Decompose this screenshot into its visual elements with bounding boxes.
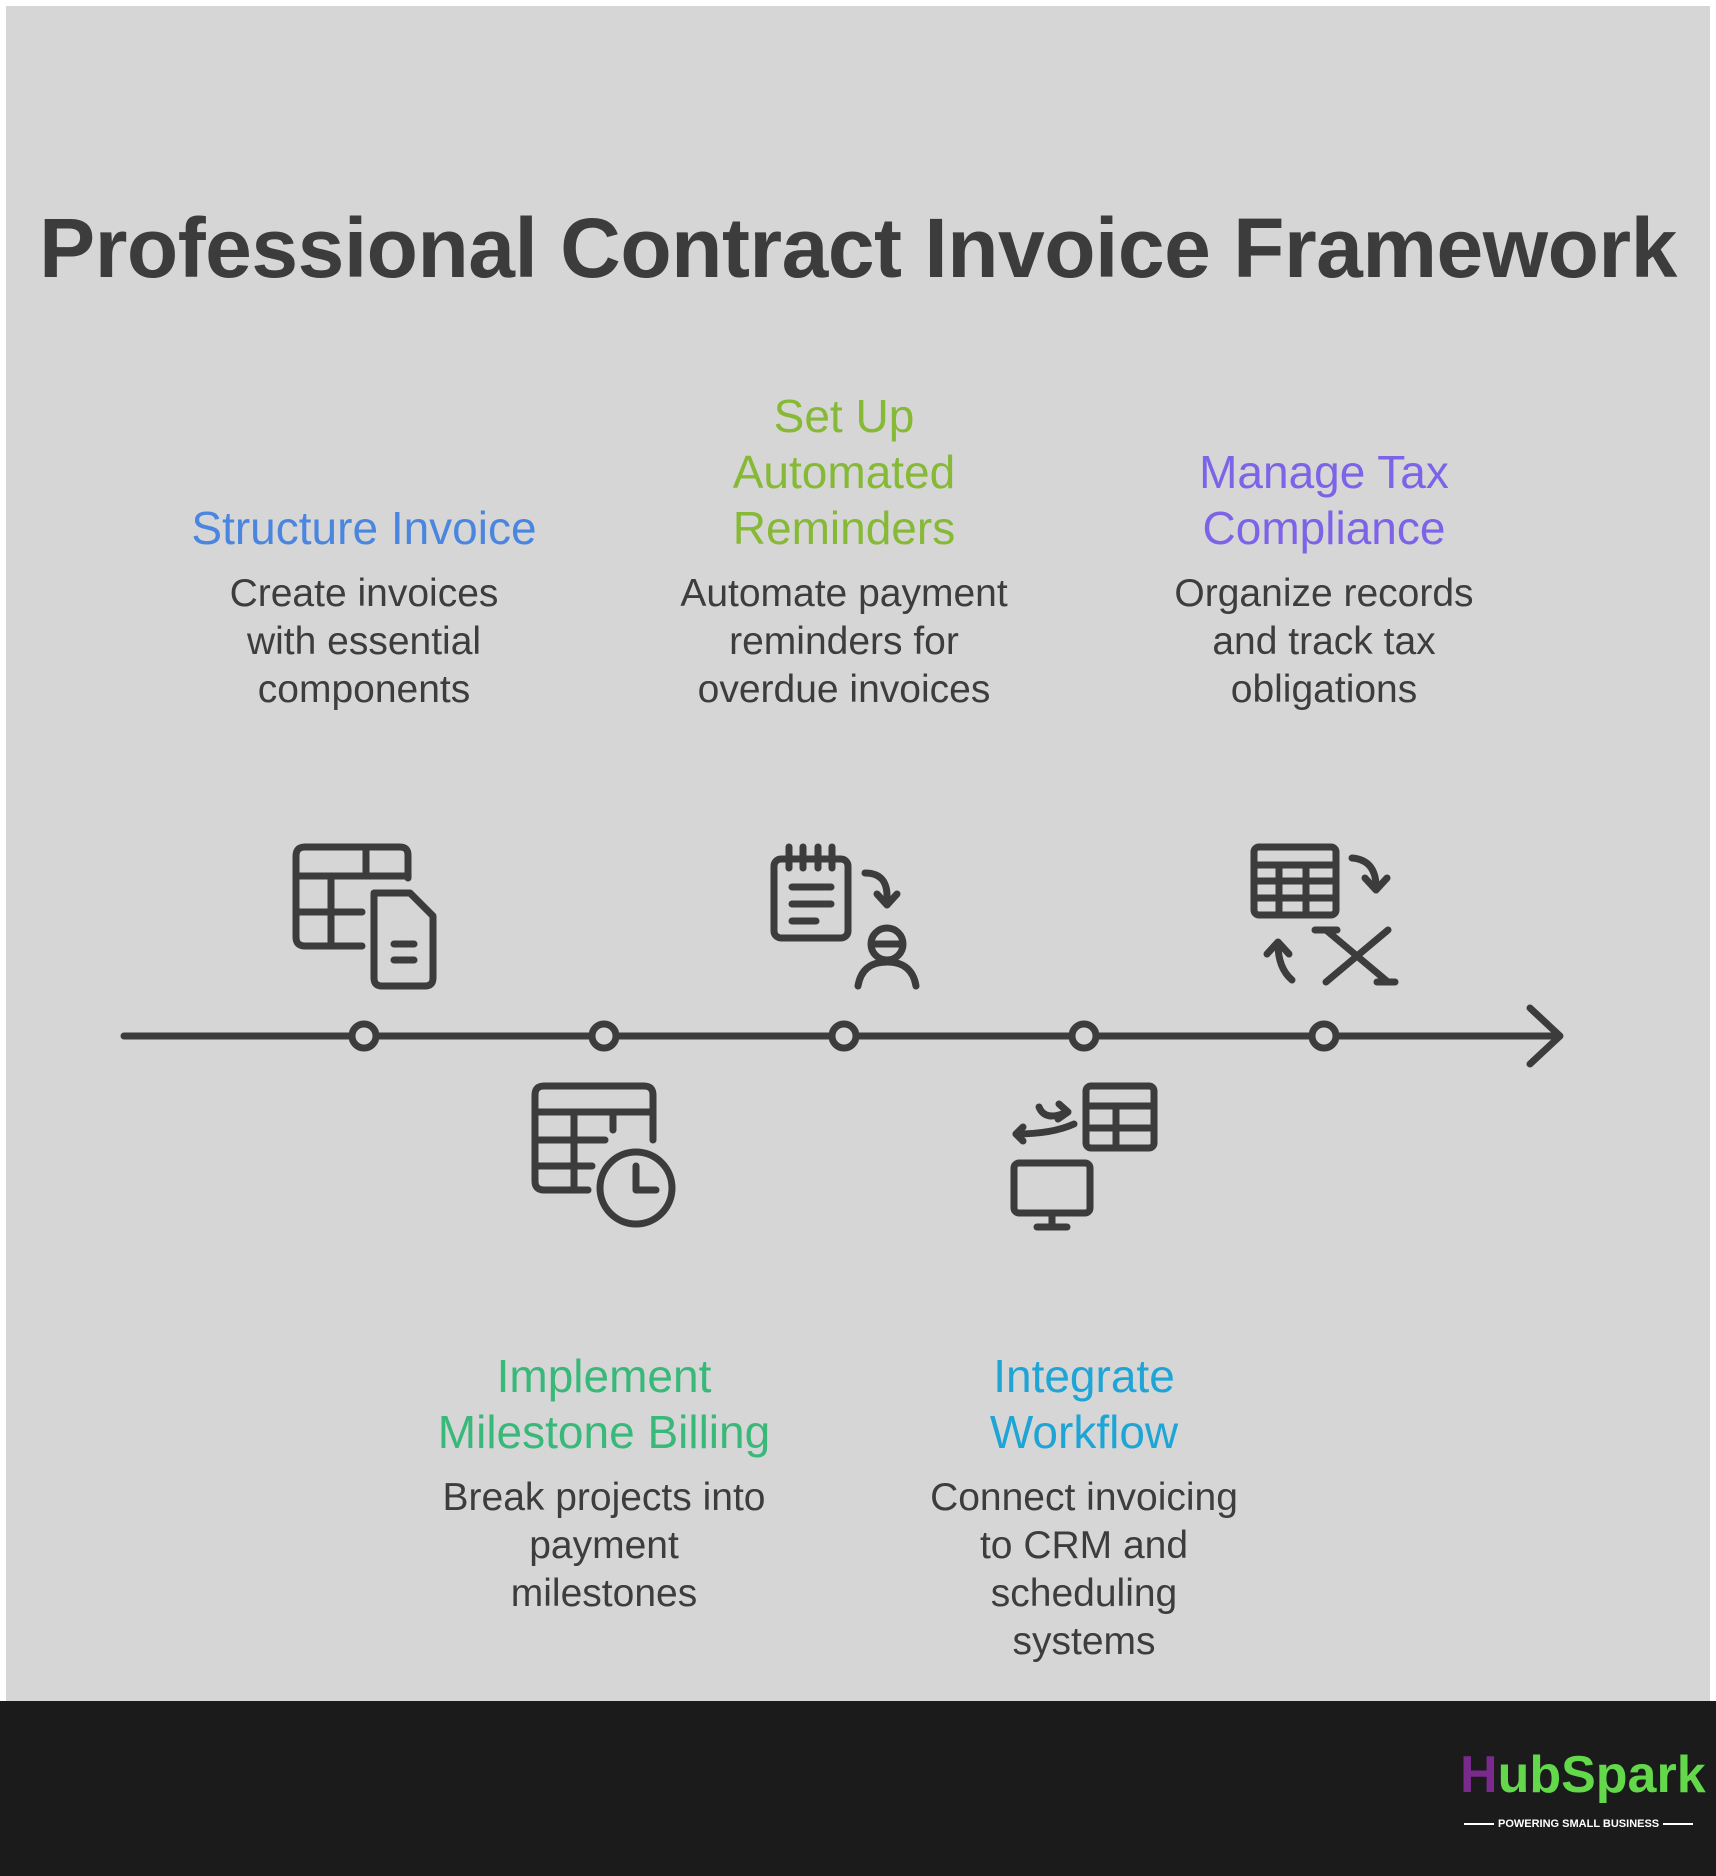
table-clock-icon: [531, 1082, 676, 1228]
footer-bar: [0, 1701, 1716, 1876]
logo-text: ubSpark: [1497, 1746, 1706, 1804]
hubspark-logo: HubSpark POWERING SMALL BUSINESS: [1460, 1740, 1706, 1850]
logo-letter: H: [1460, 1746, 1498, 1804]
logo-wordmark: HubSpark: [1460, 1740, 1706, 1810]
logo-tagline: POWERING SMALL BUSINESS: [1460, 1818, 1694, 1830]
timeline-node-1: [348, 1020, 380, 1052]
timeline-arrowhead: [1526, 1004, 1564, 1068]
invoice-table-document-icon: [292, 843, 437, 990]
timeline-node-2: [588, 1020, 620, 1052]
timeline-node-3: [828, 1020, 860, 1052]
table-sync-computer-icon: [1010, 1082, 1158, 1231]
spreadsheet-sync-icon: [1250, 843, 1399, 986]
page-title: Professional Contract Invoice Framework: [39, 201, 1677, 295]
diagram-panel: [6, 6, 1710, 1702]
timeline-node-5: [1308, 1020, 1340, 1052]
step-title: Structure Invoice: [191, 502, 537, 554]
calendar-reminder-user-icon: [770, 843, 920, 990]
timeline-node-4: [1068, 1020, 1100, 1052]
